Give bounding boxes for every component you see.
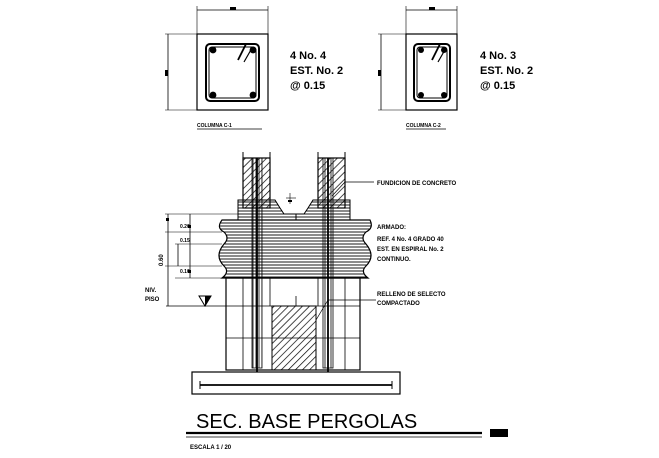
label-fundicion: FUNDICION DE CONCRETO: [377, 181, 457, 187]
label-nivel: NIV.: [145, 288, 156, 294]
label-armado-line1: REF. 4 No. 4 GRADO 40: [377, 237, 444, 243]
label-armado-line2: EST. EN ESPIRAL No. 2: [377, 247, 444, 253]
pergola-base-elevation: [165, 152, 401, 395]
label-relleno-line2: COMPACTADO: [377, 301, 420, 307]
label-armado-line3: CONTINUO.: [377, 257, 411, 263]
dim-a: 0.20: [180, 224, 190, 230]
label-armado-title: ARMADO:: [377, 225, 406, 231]
c1-rebar-label: 4 No. 4: [290, 50, 327, 62]
c2-spacing-label: @ 0.15: [480, 80, 515, 92]
drawing-title: SEC. BASE PERGOLAS: [196, 411, 417, 433]
c2-rebar-label: 4 No. 3: [480, 50, 516, 62]
label-relleno-line1: RELLENO DE SELECTO: [377, 292, 446, 298]
c1-caption: COLUMNA C-1: [197, 123, 232, 129]
column-section-c1: [165, 6, 269, 130]
c1-spacing-label: @ 0.15: [290, 80, 325, 92]
c1-stirrup-label: EST. No. 2: [290, 65, 343, 77]
c2-stirrup-label: EST. No. 2: [480, 65, 533, 77]
dim-total: 0.60: [159, 254, 165, 266]
c2-caption: COLUMNA C-2: [406, 123, 441, 129]
dim-c: 0.10: [180, 269, 190, 275]
title-block: [186, 429, 508, 438]
label-piso: PISO: [145, 297, 160, 303]
dim-b: 0.15: [180, 238, 190, 244]
drawing-scale: ESCALA 1 / 20: [190, 445, 232, 451]
column-section-c2: [378, 6, 458, 130]
